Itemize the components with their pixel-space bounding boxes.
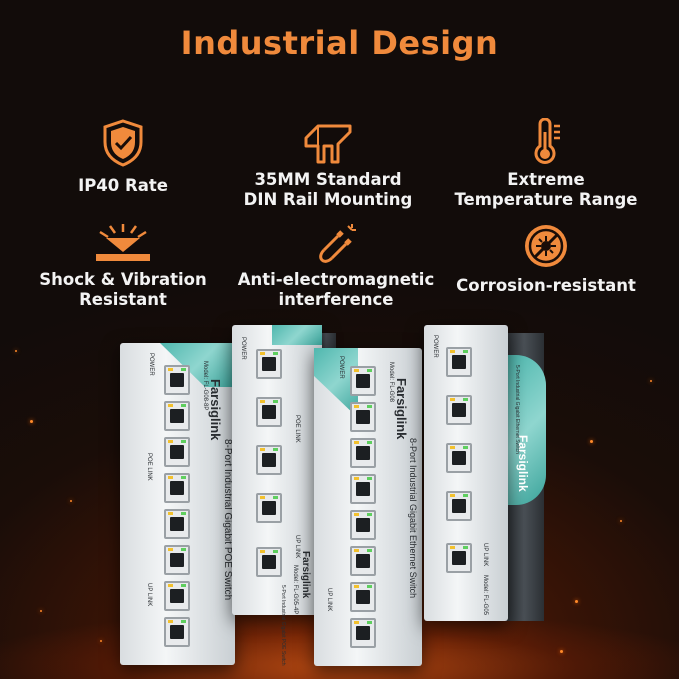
switch-5port-ethernet: POWER UP LINK Model: FL-G05 Farsiglink 5… [424,325,546,621]
model-label: Model: FL-G05 [482,575,488,616]
din-rail-icon [304,124,352,164]
ethernet-port [256,445,282,475]
ethernet-port [446,443,472,473]
page-title: Industrial Design [180,24,499,62]
feature-anti-emi: Anti-electromagnetic interference [236,222,436,310]
ethernet-port [256,493,282,523]
power-label: POWER [432,335,438,358]
thermometer-icon [534,118,560,164]
magnet-icon [319,224,356,263]
switch-body [120,343,235,665]
shield-check-icon [103,119,143,167]
uplink-label: UP LINK [326,588,332,612]
feature-label-line: Anti-electromagnetic [237,270,435,289]
ethernet-port [256,397,282,427]
ethernet-port [446,347,472,377]
product-description: 8-Port Industrial Gigabit POE Switch [222,439,233,601]
brand-label: Farsiglink [300,551,311,599]
ethernet-port [350,618,376,648]
power-label: POWER [240,337,246,360]
no-corrosion-icon [525,225,567,267]
feature-corrosion: Corrosion-resistant [446,222,646,296]
model-label: Model: FL-G08-8P [202,361,208,411]
shock-impact-icon [96,224,150,261]
feature-label-line: DIN Rail Mounting [243,190,413,209]
ethernet-port [446,395,472,425]
ethernet-port [350,474,376,504]
poe-link-label: POE LINK [294,415,300,443]
brand-label: Farsiglink [208,379,223,441]
switch-5port-poe: POWER POE LINK UP LINK Model: FL-G05-4P … [232,325,336,666]
ethernet-port [350,366,376,396]
switch-8port-poe: POWER POE LINK UP LINK Model: FL-G08-8P … [120,343,235,665]
brand-label: Farsiglink [516,435,530,492]
ethernet-port [164,437,190,467]
teal-side-panel [508,355,546,505]
ethernet-port [446,543,472,573]
ethernet-port [164,365,190,395]
teal-panel [272,325,322,345]
product-description: 5-Port Industrial Gigabit POE Switch [280,585,286,666]
ethernet-port [350,438,376,468]
ethernet-port [350,510,376,540]
ethernet-port [164,509,190,539]
uplink-label: UP LINK [294,535,300,559]
feature-label-line: Shock & Vibration [39,270,207,289]
feature-label-line: IP40 Rate [78,176,168,195]
power-label: POWER [148,353,154,376]
ethernet-port [350,582,376,612]
ethernet-port [164,617,190,647]
power-label: POWER [338,356,344,379]
ethernet-port [350,402,376,432]
feature-temperature: Extreme Temperature Range [446,118,646,210]
feature-label-line: Resistant [79,290,167,309]
ethernet-port [164,401,190,431]
feature-label-line: Temperature Range [454,190,638,209]
brand-label: Farsiglink [394,378,409,440]
feature-label-line: Extreme [507,170,585,189]
ethernet-port [350,546,376,576]
uplink-label: UP LINK [146,583,152,607]
feature-shock: Shock & Vibration Resistant [23,222,223,310]
feature-label-line: 35MM Standard [254,170,402,189]
product-description: 8-Port Industrial Gigabit Ethernet Switc… [408,438,418,599]
model-label: Model: FL-G08 [388,362,394,403]
ethernet-port [164,545,190,575]
feature-label-line: interference [278,290,394,309]
switch-8port-ethernet: POWER UP LINK Model: FL-G08 Farsiglink 8… [314,348,422,666]
switch-body [314,348,422,666]
model-label: Model: FL-G05-4P [292,565,298,615]
ethernet-port [164,473,190,503]
ethernet-port [256,547,282,577]
feature-din-rail: 35MM Standard DIN Rail Mounting [228,118,428,210]
product-description: 5-Port Industrial Gigabit Ethernet Switc… [514,365,520,454]
uplink-label: UP LINK [482,543,488,567]
feature-label-line: Corrosion-resistant [456,276,636,295]
ethernet-port [256,349,282,379]
poe-link-label: POE LINK [146,453,152,481]
ethernet-port [164,581,190,611]
ethernet-port [446,491,472,521]
feature-ip40: IP40 Rate [23,118,223,196]
